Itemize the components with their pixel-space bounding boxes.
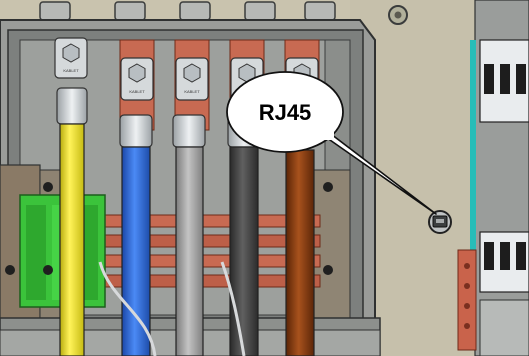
- breaker-column: [457, 0, 529, 356]
- callout-label: RJ45: [259, 100, 312, 125]
- mount-hole-inner: [394, 11, 402, 19]
- lug-blue-top: KABLET: [120, 57, 154, 101]
- rj45-callout: RJ45: [226, 71, 437, 215]
- lug-label: KABLET: [63, 68, 79, 73]
- rj45-port-icon: [428, 210, 452, 234]
- wire-yellow: [59, 123, 85, 356]
- top-hinges: [39, 1, 336, 21]
- wire-brown: [285, 149, 315, 356]
- thin-wire-1: [98, 261, 157, 356]
- wire-blue: [121, 146, 151, 356]
- thin-wire-2: [220, 261, 246, 356]
- lug-gray-top: KABLET: [175, 57, 209, 101]
- lug-label: KABLET: [184, 89, 200, 94]
- lug-label: KABLET: [129, 89, 145, 94]
- lug-yellow-top: KABLET: [54, 37, 88, 79]
- frame-screws: [5, 182, 333, 275]
- wires: [59, 123, 315, 356]
- wire-dark-gray: [229, 146, 259, 356]
- wire-gray: [175, 146, 204, 356]
